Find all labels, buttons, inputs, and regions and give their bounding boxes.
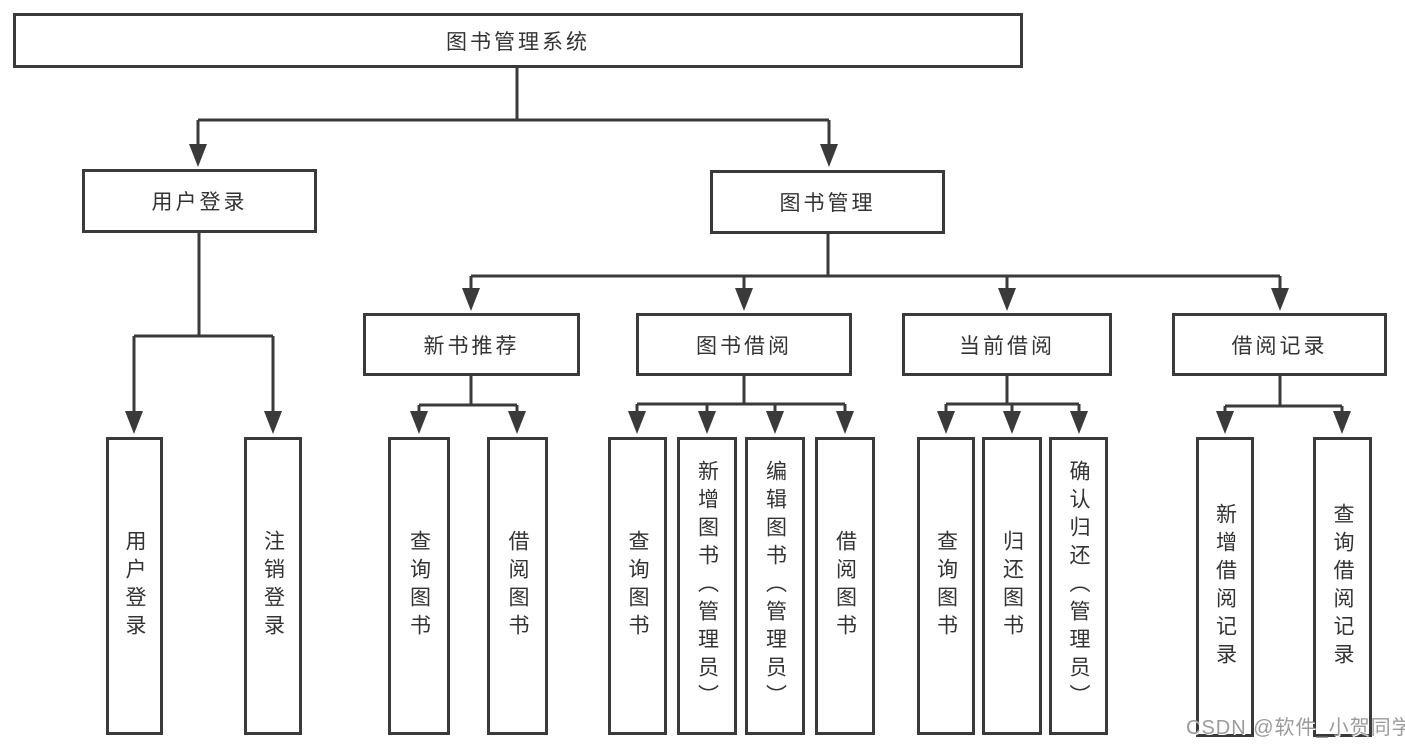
node-label: 注销登录	[261, 530, 285, 642]
node-borrowing-records: 借阅记录	[1172, 313, 1387, 376]
node-label: 查询图书	[407, 530, 431, 642]
node-label: 借阅图书	[833, 530, 857, 642]
node-borrowing-add-books: 新增图书（管理员）	[677, 437, 737, 735]
node-label: 查询图书	[934, 530, 958, 642]
arrowhead	[766, 411, 784, 434]
arrowhead	[1070, 411, 1088, 434]
node-borrowing-edit-books: 编辑图书（管理员）	[745, 437, 805, 735]
node-records-add-record: 新增借阅记录	[1196, 437, 1254, 737]
node-logout-action: 注销登录	[244, 437, 302, 735]
node-current-query-books: 查询图书	[917, 437, 975, 735]
arrowhead	[735, 288, 753, 311]
arrowhead	[628, 411, 646, 434]
arrowhead	[1271, 288, 1289, 311]
node-label: 查询借阅记录	[1331, 503, 1354, 671]
node-label: 编辑图书（管理员）	[763, 460, 787, 712]
node-book-borrowing: 图书借阅	[636, 313, 852, 376]
node-label: 用户登录	[123, 530, 146, 642]
arrowhead	[508, 411, 526, 434]
arrowhead	[1333, 411, 1351, 434]
node-newbook-borrow-books: 借阅图书	[487, 437, 548, 735]
connector-lines	[132, 68, 1344, 418]
arrowhead	[937, 411, 955, 434]
arrowhead	[698, 411, 716, 434]
arrowhead	[998, 288, 1016, 311]
node-library-system: 图书管理系统	[13, 13, 1023, 68]
arrowhead	[462, 288, 480, 311]
node-current-borrowing: 当前借阅	[902, 313, 1112, 376]
arrowhead	[125, 411, 143, 434]
arrowhead	[1003, 411, 1021, 434]
node-book-management: 图书管理	[710, 170, 945, 234]
node-label: 查询图书	[626, 530, 649, 642]
node-label: 归还图书	[1000, 530, 1024, 642]
arrowhead	[836, 411, 854, 434]
node-label: 新增借阅记录	[1213, 503, 1237, 671]
node-records-query-record: 查询借阅记录	[1313, 437, 1372, 737]
node-newbook-query-books: 查询图书	[388, 437, 450, 735]
node-user-login-action: 用户登录	[106, 437, 163, 735]
node-label: 借阅图书	[506, 530, 529, 642]
node-current-return-books: 归还图书	[982, 437, 1042, 735]
node-borrowing-query-books: 查询图书	[608, 437, 667, 735]
node-borrowing-borrow-books: 借阅图书	[815, 437, 875, 735]
csdn-watermark: CSDN @软件_小贺同学	[1186, 717, 1405, 739]
node-new-book-recommend: 新书推荐	[363, 313, 580, 376]
arrowhead	[264, 411, 282, 434]
node-current-confirm-return: 确认归还（管理员）	[1049, 437, 1108, 735]
arrowhead	[410, 411, 428, 434]
arrowhead	[820, 144, 838, 167]
node-user-login: 用户登录	[82, 169, 317, 233]
node-label: 确认归还（管理员）	[1067, 460, 1090, 712]
arrowhead	[189, 144, 207, 167]
arrowhead	[1216, 411, 1234, 434]
node-label: 新增图书（管理员）	[695, 460, 719, 712]
